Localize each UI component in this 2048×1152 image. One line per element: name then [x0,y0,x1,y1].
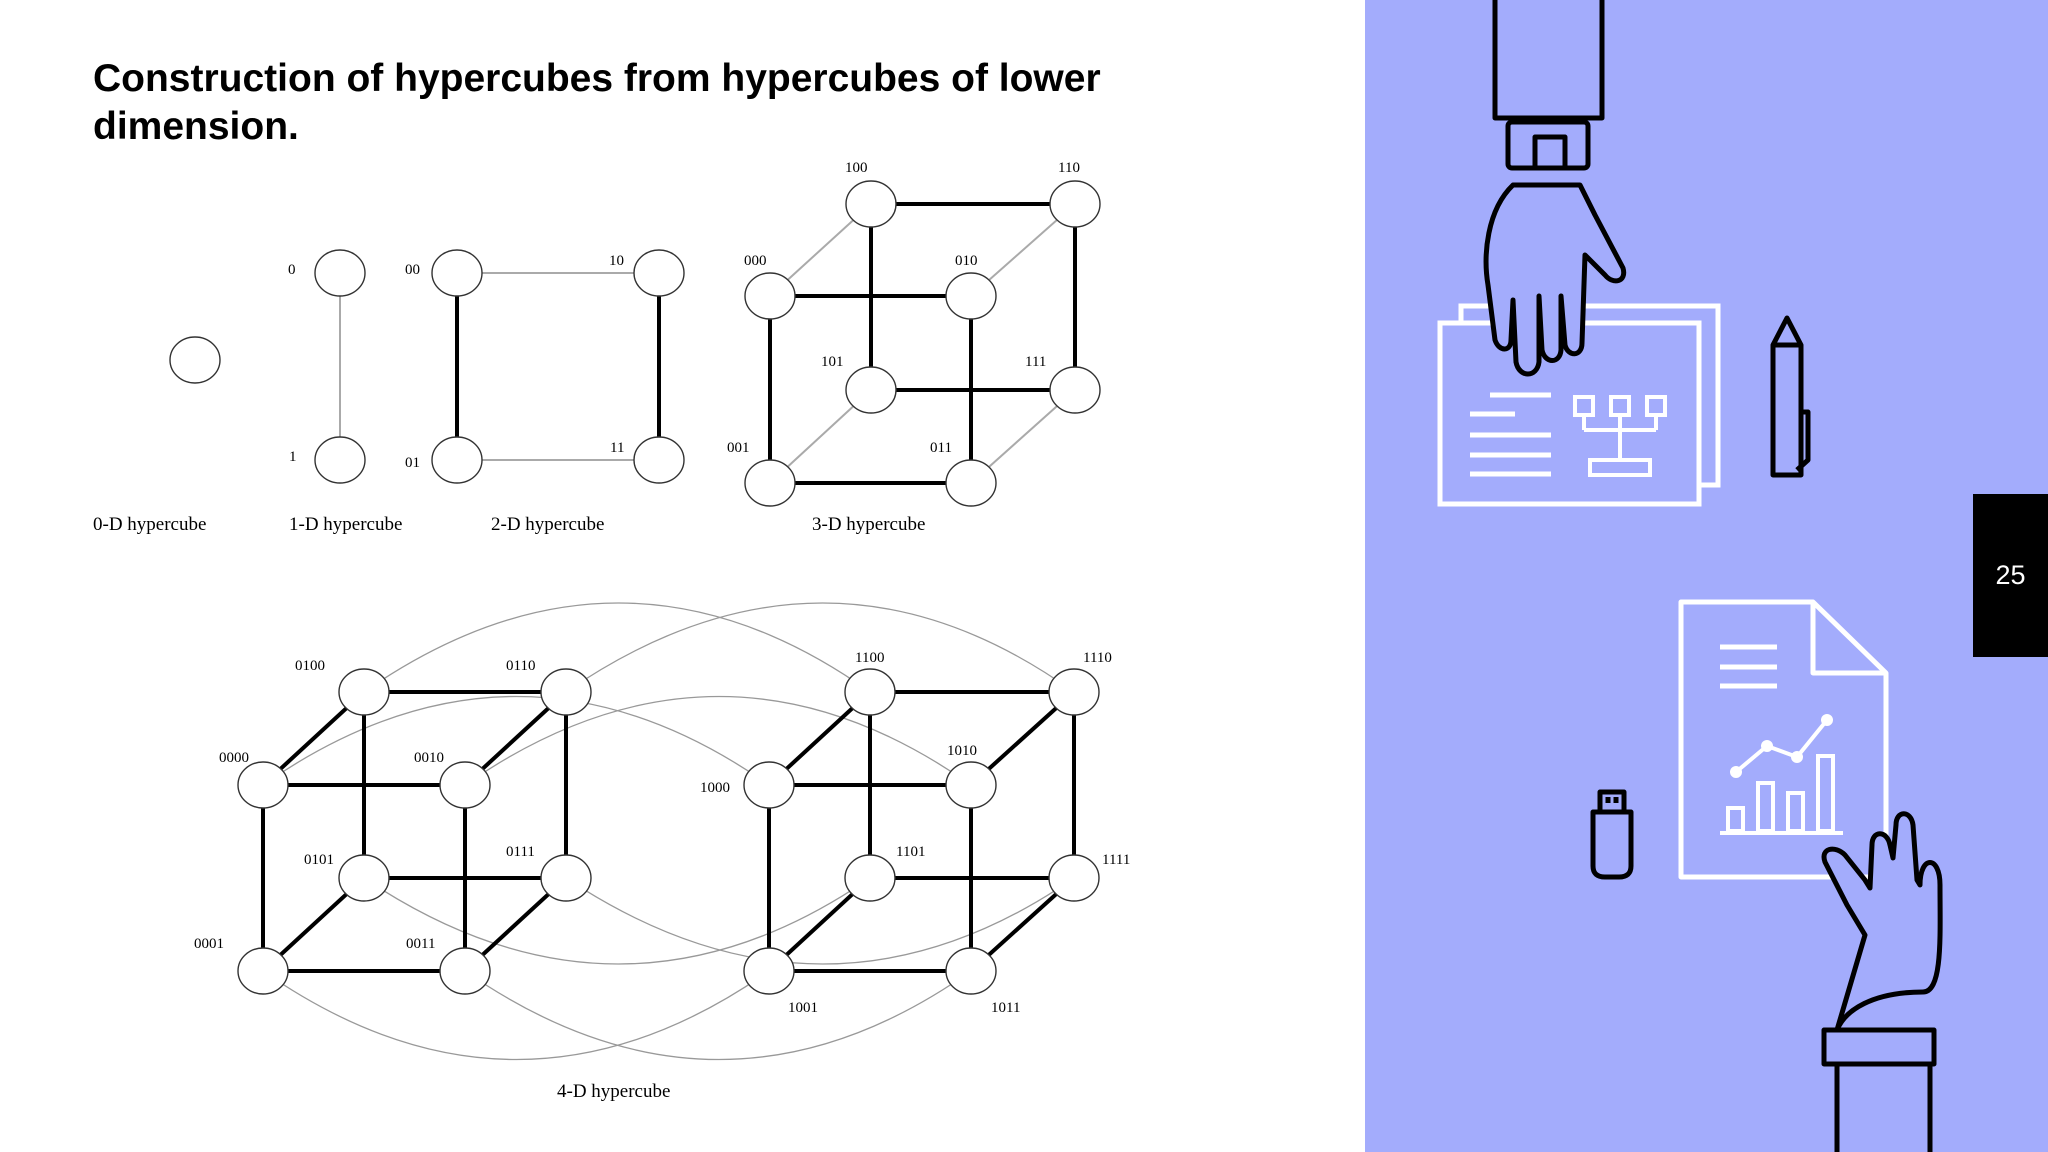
node-label: 1011 [991,1000,1020,1016]
node [743,947,795,995]
node-label: 0111 [506,844,535,860]
node-label: 11 [610,440,624,456]
node-label: 1000 [700,780,730,796]
node-label: 1111 [1102,852,1130,868]
usb-drive-icon [1590,789,1634,880]
node-label: 100 [845,160,868,176]
node-label: 0100 [295,658,325,674]
hypercube-0d [169,336,221,384]
node [844,854,896,902]
node [540,668,592,716]
hypercube-2d: 00 10 01 11 [405,249,685,484]
caption-2d: 2-D hypercube [491,514,604,535]
hand-icon [1821,811,1943,1152]
node [314,436,366,484]
node-label: 0101 [304,852,334,868]
arc-edge [565,602,1075,693]
caption-0d: 0-D hypercube [93,514,206,535]
node [237,761,289,809]
node [945,272,997,320]
arc-edge [363,602,871,693]
node-label: 1001 [788,1000,818,1016]
node-label: 0010 [414,750,444,766]
node [1049,180,1101,228]
node [169,336,221,384]
node [338,854,390,902]
node-label: 1100 [855,650,884,666]
arc-edge [464,970,972,1061]
node [237,947,289,995]
node-label: 1101 [896,844,925,860]
node [633,436,685,484]
page-number-badge: 25 [1973,494,2048,657]
hypercube-1d: 0 1 [288,249,366,484]
node-label: 01 [405,455,420,471]
node-label: 110 [1058,160,1080,176]
arc-edge [464,695,972,786]
node [945,761,997,809]
arc-edge [565,877,1075,965]
slide-title: Construction of hypercubes from hypercub… [93,57,1101,148]
org-chart-icon [1573,395,1667,477]
hypercube-3d: 100 110 000 010 101 111 001 011 [727,160,1101,507]
node [845,180,897,228]
node [1048,668,1100,716]
node-label: 1 [289,449,297,465]
node [431,436,483,484]
hand-icon [1483,0,1627,377]
node-label: 1110 [1083,650,1112,666]
node [314,249,366,297]
node [338,668,390,716]
node-label: 011 [930,440,952,456]
node-label: 0011 [406,936,435,952]
node-label: 0001 [194,936,224,952]
node-label: 001 [727,440,750,456]
arc-edge [363,877,871,965]
node [1048,854,1100,902]
node-label: 111 [1025,354,1046,370]
node [633,249,685,297]
node-label: 00 [405,262,420,278]
bar-chart-icon [1720,754,1843,835]
node-label: 010 [955,253,978,269]
caption-4d: 4-D hypercube [557,1081,670,1102]
node [945,947,997,995]
node [439,761,491,809]
node [845,366,897,414]
node [945,459,997,507]
node-label: 1010 [947,743,977,759]
caption-3d: 3-D hypercube [812,514,925,535]
node [744,272,796,320]
node-label: 0110 [506,658,535,674]
node [743,761,795,809]
document-icon [1678,599,1889,880]
node [744,459,796,507]
node-label: 10 [609,253,624,269]
pen-icon [1770,315,1811,478]
arc-edge [262,970,770,1061]
line-chart-icon [1730,714,1833,778]
hypercube-diagram: 0 1 00 10 01 11 [93,160,1130,1102]
folder-icon [1437,303,1721,507]
caption-1d: 1-D hypercube [289,514,402,535]
node-label: 0 [288,262,296,278]
node [439,947,491,995]
node [1049,366,1101,414]
node [844,668,896,716]
arc-edge [262,695,770,786]
node-label: 000 [744,253,767,269]
decorative-illustration [1437,0,1943,1152]
node-label: 0000 [219,750,249,766]
node-label: 101 [821,354,844,370]
node [540,854,592,902]
node [431,249,483,297]
hypercube-4d: 0100 0110 1100 1110 0000 0010 1010 1000 … [194,602,1130,1061]
